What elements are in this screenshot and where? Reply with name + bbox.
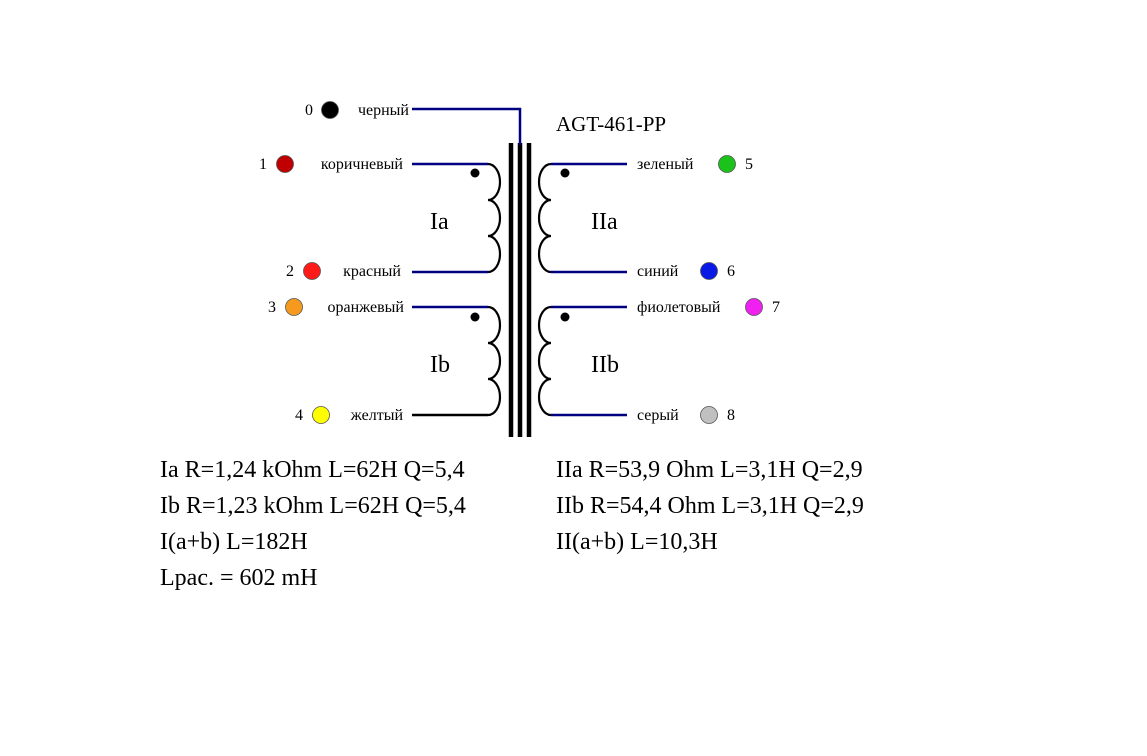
pin-label: черный — [358, 102, 409, 119]
pin-color-dot — [700, 406, 718, 424]
coil-label-iia: IIa — [591, 209, 618, 235]
pin-3: 3 оранжевый — [268, 298, 405, 316]
pin-number: 2 — [286, 263, 294, 280]
coil-label-ia: Ia — [430, 209, 449, 235]
pin-number: 8 — [727, 407, 735, 424]
pin-color-dot — [312, 406, 330, 424]
transformer-model-title: AGT-461-PP — [556, 112, 666, 136]
pin-6: синий 6 — [637, 262, 735, 280]
pin-8: серый 8 — [637, 406, 735, 424]
spec-line-ia: Ia R=1,24 kOhm L=62H Q=5,4 — [160, 457, 465, 483]
phase-dots — [470, 168, 570, 322]
pin-label: фиолетовый — [637, 299, 721, 316]
spec-line-ib: Ib R=1,23 kOhm L=62H Q=5,4 — [160, 493, 466, 519]
spec-line-leakage: Lрас. = 602 mH — [160, 565, 318, 591]
pin-1: 1 коричневый — [259, 155, 404, 173]
pin-color-dot — [718, 155, 736, 173]
pin-0: 0 черный — [305, 101, 409, 119]
pin-number: 1 — [259, 156, 267, 173]
pin-7: фиолетовый 7 — [637, 298, 780, 316]
pin-color-dot — [745, 298, 763, 316]
pin-number: 5 — [745, 156, 753, 173]
pin-label: зеленый — [637, 156, 694, 173]
pin-label: оранжевый — [328, 299, 405, 316]
spec-line-i-total: I(a+b) L=182H — [160, 529, 308, 555]
pin-4: 4 желтый — [295, 406, 404, 424]
coil-label-iib: IIb — [591, 352, 619, 378]
pin-color-dot — [303, 262, 321, 280]
pin-number: 0 — [305, 102, 313, 119]
pin-color-dot — [321, 101, 339, 119]
winding-iia — [537, 162, 552, 274]
pin-label: серый — [637, 407, 679, 424]
coil-label-ib: Ib — [430, 352, 450, 378]
pin-2: 2 красный — [286, 262, 401, 280]
winding-ib — [487, 305, 502, 417]
pin-number: 4 — [295, 407, 303, 424]
secondary-specs: IIa R=53,9 Ohm L=3,1H Q=2,9 IIb R=54,4 O… — [556, 452, 864, 560]
pin-color-dot — [700, 262, 718, 280]
pin-number: 6 — [727, 263, 735, 280]
spec-line-ii-total: II(a+b) L=10,3H — [556, 529, 718, 555]
pin-label: желтый — [350, 407, 404, 424]
transformer-core — [508, 143, 532, 437]
primary-specs: Ia R=1,24 kOhm L=62H Q=5,4 Ib R=1,23 kOh… — [160, 452, 466, 596]
pin-number: 3 — [268, 299, 276, 316]
pin-5: зеленый 5 — [637, 155, 753, 173]
winding-ia — [487, 162, 502, 274]
spec-line-iia: IIa R=53,9 Ohm L=3,1H Q=2,9 — [556, 457, 863, 483]
wire-0 — [412, 107, 522, 145]
spec-line-iib: IIb R=54,4 Ohm L=3,1H Q=2,9 — [556, 493, 864, 519]
pin-number: 7 — [772, 299, 780, 316]
winding-iib — [537, 305, 552, 417]
pin-color-dot — [276, 155, 294, 173]
pin-label: синий — [637, 263, 679, 280]
pin-label: красный — [343, 263, 401, 280]
pin-label: коричневый — [321, 156, 404, 173]
pin-color-dot — [285, 298, 303, 316]
